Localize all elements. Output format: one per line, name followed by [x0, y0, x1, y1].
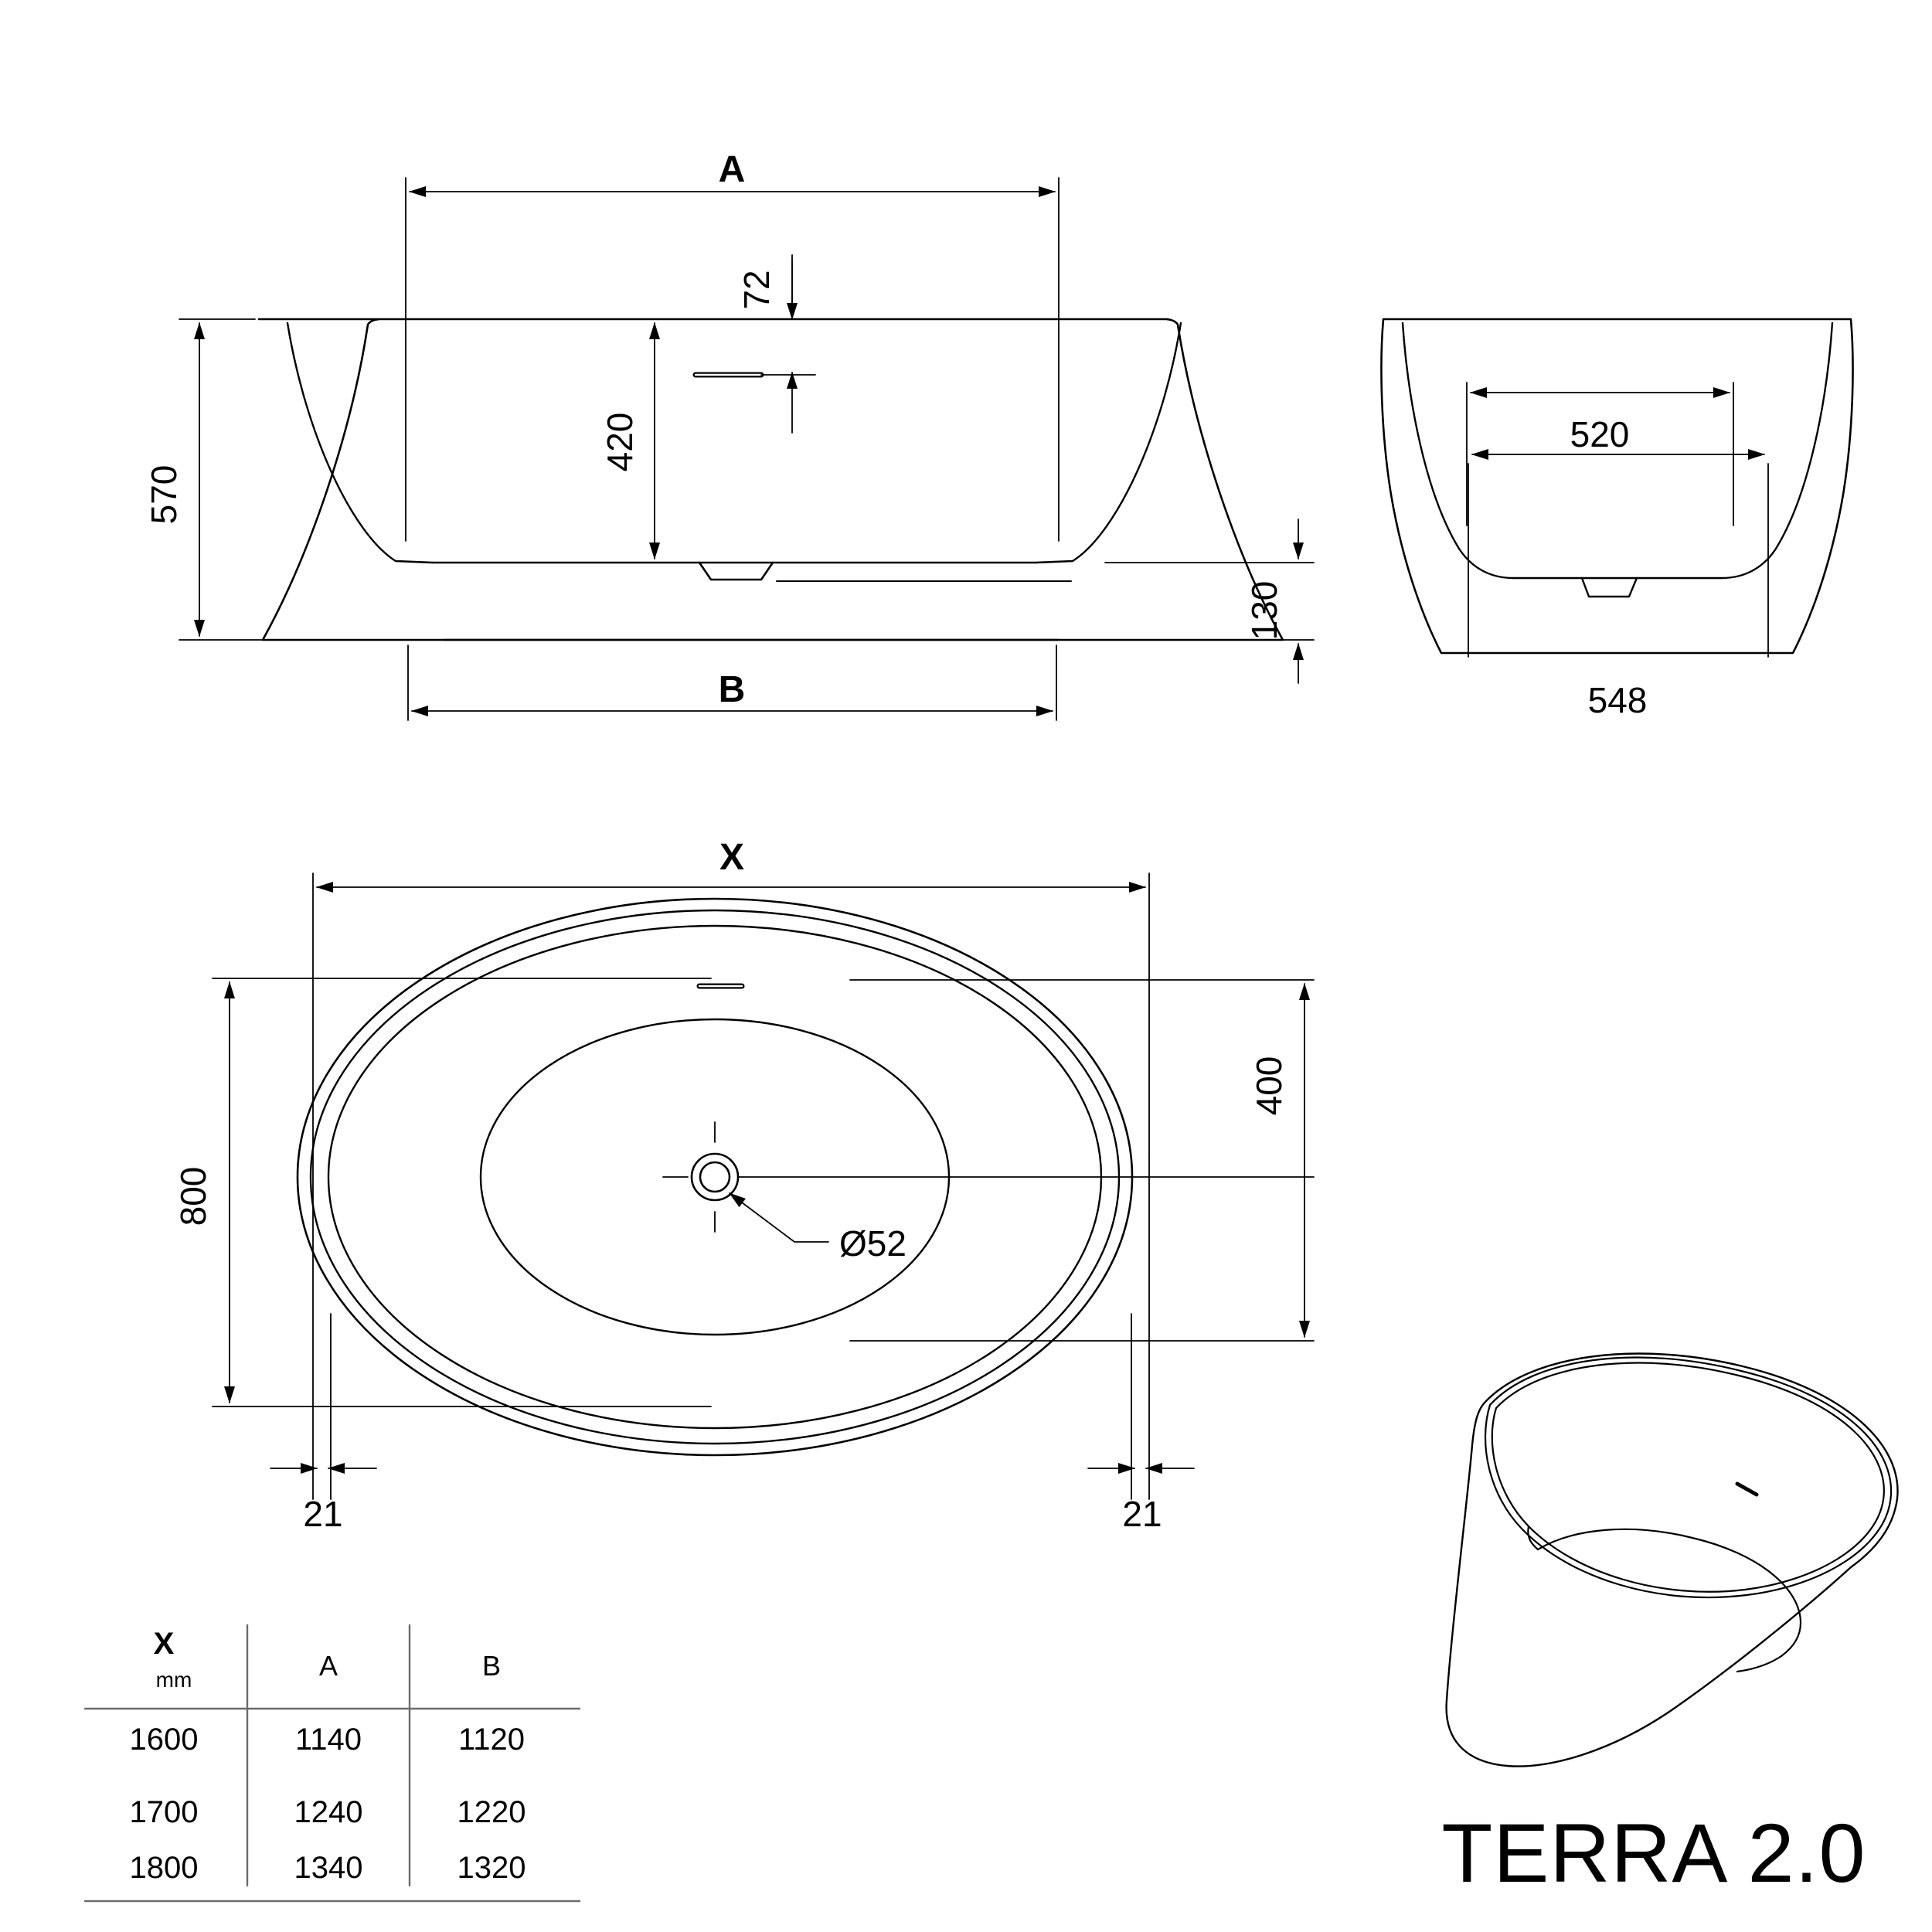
dim-label-21-right: 21 — [1122, 1494, 1162, 1534]
dim-label-800: 800 — [173, 1167, 213, 1226]
table-cell-x: 1700 — [130, 1795, 199, 1829]
table-cell-a: 1340 — [294, 1851, 363, 1885]
dim-570 — [179, 318, 387, 641]
dim-label-drain-diameter: Ø52 — [839, 1223, 906, 1264]
dim-label-400: 400 — [1249, 1056, 1289, 1116]
dim-548 — [1468, 449, 1769, 658]
dim-800 — [212, 978, 712, 1407]
table-header-a: A — [319, 1650, 338, 1682]
table-cell-x: 1600 — [130, 1723, 199, 1757]
dim-400 — [849, 979, 1315, 1342]
dim-72 — [760, 254, 816, 434]
side-elevation-geometry — [1380, 318, 1854, 655]
table-cell-a: 1140 — [295, 1723, 362, 1757]
front-elevation-geometry — [257, 318, 1284, 641]
table-cell-a: 1240 — [294, 1795, 363, 1829]
dim-label-520: 520 — [1570, 414, 1630, 454]
dim-label-570: 570 — [144, 465, 184, 525]
isometric-geometry — [1445, 1352, 1899, 1767]
dim-label-420: 420 — [600, 413, 640, 472]
dim-21-right — [1087, 1155, 1195, 1500]
table-cell-b: 1220 — [457, 1795, 526, 1829]
dim-label-72: 72 — [736, 270, 777, 309]
dim-label-B: B — [719, 669, 746, 710]
table-cell-b: 1320 — [457, 1851, 526, 1885]
dim-label-548: 548 — [1588, 680, 1648, 720]
plan-view-geometry — [296, 897, 1315, 1457]
dim-21-left — [270, 1155, 377, 1500]
size-table-rules — [83, 1624, 581, 1903]
product-title: TERRA 2.0 — [1441, 1806, 1866, 1900]
dim-label-21-left: 21 — [303, 1494, 342, 1534]
table-header-b: B — [482, 1650, 501, 1682]
dim-A — [405, 177, 1060, 542]
dim-label-X: X — [719, 837, 744, 878]
table-header-x: X — [154, 1627, 175, 1661]
dim-label-A: A — [719, 149, 746, 190]
table-header-x-unit: mm — [156, 1668, 192, 1692]
dim-B — [407, 645, 1057, 721]
dim-label-130: 130 — [1244, 581, 1284, 641]
dim-130 — [1104, 519, 1315, 684]
table-cell-b: 1120 — [458, 1723, 525, 1757]
dim-X — [312, 872, 1150, 1156]
table-cell-x: 1800 — [130, 1851, 199, 1885]
